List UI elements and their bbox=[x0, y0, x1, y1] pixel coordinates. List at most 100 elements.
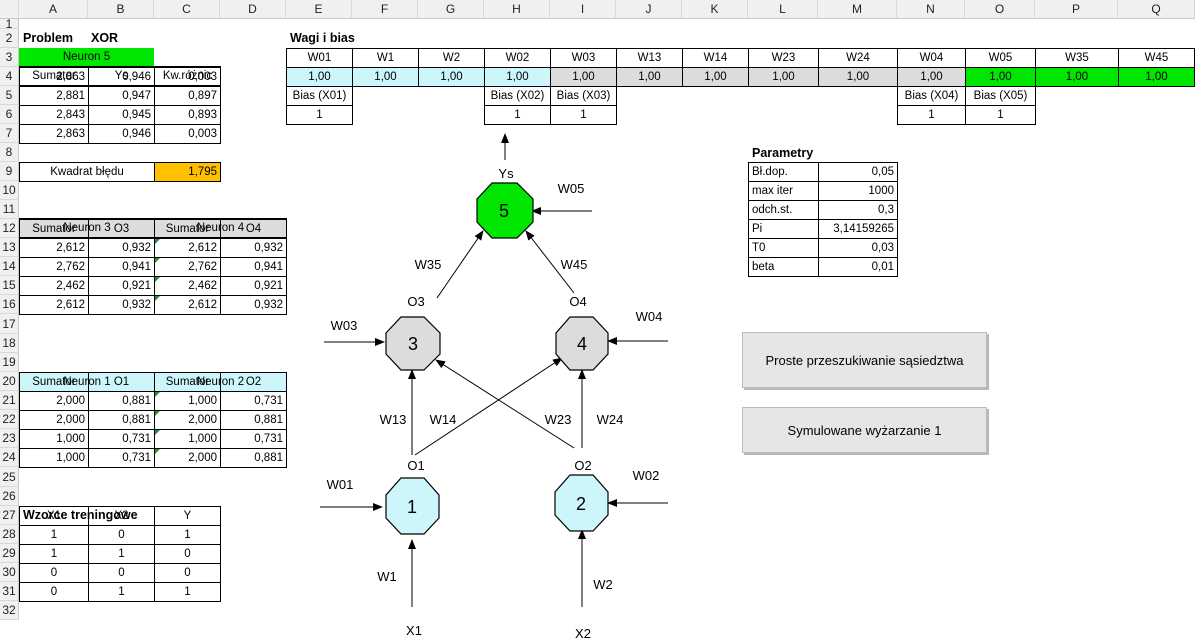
w13-label: W13 bbox=[380, 412, 407, 427]
row-header-6[interactable]: 6 bbox=[0, 105, 19, 124]
neuron34-cell[interactable]: 0,932 bbox=[220, 295, 287, 315]
row-header-8[interactable]: 8 bbox=[0, 143, 19, 162]
column-header-l[interactable]: L bbox=[748, 0, 818, 19]
column-header-n[interactable]: N bbox=[897, 0, 965, 19]
row-header-25[interactable]: 25 bbox=[0, 467, 19, 487]
w35-label: W35 bbox=[415, 257, 442, 272]
row-header-27[interactable]: 27 bbox=[0, 506, 19, 525]
neuron-4-label: 4 bbox=[577, 334, 587, 354]
row-header-23[interactable]: 23 bbox=[0, 429, 19, 448]
row-header-28[interactable]: 28 bbox=[0, 525, 19, 544]
neuron-2-node[interactable] bbox=[554, 474, 609, 532]
column-header-k[interactable]: K bbox=[682, 0, 748, 19]
row-header-5[interactable]: 5 bbox=[0, 86, 19, 105]
w23-label: W23 bbox=[545, 412, 572, 427]
column-header-p[interactable]: P bbox=[1035, 0, 1118, 19]
row-header-9[interactable]: 9 bbox=[0, 162, 19, 181]
row-header-30[interactable]: 30 bbox=[0, 563, 19, 582]
row-header-1[interactable]: 1 bbox=[0, 18, 19, 30]
row-header-29[interactable]: 29 bbox=[0, 544, 19, 563]
neuron3-header: Neuron 3 bbox=[19, 218, 155, 238]
simulated-annealing-button[interactable]: Symulowane wyżarzanie 1 bbox=[742, 407, 987, 453]
o4-label: O4 bbox=[569, 294, 586, 309]
w01-label: W01 bbox=[327, 477, 354, 492]
weight-value-cell[interactable]: 1,00 bbox=[1118, 67, 1195, 87]
column-header-i[interactable]: I bbox=[550, 0, 616, 19]
row-header-13[interactable]: 13 bbox=[0, 238, 19, 257]
formula-warning-marker bbox=[155, 411, 160, 416]
row-header-3[interactable]: 3 bbox=[0, 48, 19, 67]
row-header-19[interactable]: 19 bbox=[0, 353, 19, 372]
w1-label: W1 bbox=[377, 569, 397, 584]
column-header-d[interactable]: D bbox=[220, 0, 286, 19]
column-header-e[interactable]: E bbox=[286, 0, 352, 19]
row-header-4[interactable]: 4 bbox=[0, 67, 19, 86]
formula-warning-marker bbox=[155, 239, 160, 244]
bias-x05-value[interactable]: 1 bbox=[965, 105, 1036, 125]
neuron-1-node[interactable] bbox=[385, 477, 440, 535]
row-header-24[interactable]: 24 bbox=[0, 448, 19, 467]
row-header-17[interactable]: 17 bbox=[0, 314, 19, 334]
select-all-corner[interactable] bbox=[0, 0, 19, 19]
row-header-20[interactable]: 20 bbox=[0, 372, 19, 391]
weight-value-cell[interactable]: 1,00 bbox=[616, 67, 683, 87]
o2-label: O2 bbox=[574, 458, 591, 473]
w05-label: W05 bbox=[558, 181, 585, 196]
column-header-c[interactable]: C bbox=[154, 0, 220, 19]
edge-n1-n4 bbox=[414, 357, 563, 456]
param-value-cell[interactable]: 0,01 bbox=[818, 257, 898, 277]
column-header-o[interactable]: O bbox=[965, 0, 1035, 19]
column-header-h[interactable]: H bbox=[484, 0, 550, 19]
formula-warning-marker bbox=[155, 296, 160, 301]
row-header-21[interactable]: 21 bbox=[0, 391, 19, 410]
row-header-31[interactable]: 31 bbox=[0, 582, 19, 601]
row-header-18[interactable]: 18 bbox=[0, 334, 19, 353]
column-header-j[interactable]: J bbox=[616, 0, 682, 19]
n5-cell[interactable]: 0,003 bbox=[154, 124, 221, 144]
bias-x03-value[interactable]: 1 bbox=[550, 105, 617, 125]
neuron5-header: Neuron 5 bbox=[19, 48, 154, 66]
w14-label: W14 bbox=[430, 412, 457, 427]
row-header-22[interactable]: 22 bbox=[0, 410, 19, 429]
weight-value-cell[interactable]: 1,00 bbox=[818, 67, 898, 87]
neuron-5-node[interactable] bbox=[476, 182, 534, 239]
xor-label: XOR bbox=[91, 31, 119, 45]
pattern-cell[interactable]: 1 bbox=[154, 582, 221, 602]
weight-value-cell[interactable]: 1,00 bbox=[748, 67, 819, 87]
w24-label: W24 bbox=[597, 412, 624, 427]
problem-label: Problem bbox=[23, 31, 74, 45]
column-header-m[interactable]: M bbox=[818, 0, 897, 19]
row-header-2[interactable]: 2 bbox=[0, 29, 19, 48]
row-header-15[interactable]: 15 bbox=[0, 276, 19, 295]
column-header-b[interactable]: B bbox=[88, 0, 154, 19]
neuron12-cell[interactable]: 0,881 bbox=[220, 448, 287, 468]
weight-value-cell[interactable]: 1,00 bbox=[352, 67, 419, 87]
column-header-g[interactable]: G bbox=[418, 0, 484, 19]
edge-n4-n5 bbox=[525, 230, 575, 294]
row-header-7[interactable]: 7 bbox=[0, 124, 19, 143]
w45-label: W45 bbox=[561, 257, 588, 272]
row-header-12[interactable]: 12 bbox=[0, 219, 19, 238]
neuron-3-node[interactable] bbox=[385, 316, 441, 371]
error-value[interactable]: 1,795 bbox=[154, 162, 221, 182]
bias-x01-value[interactable]: 1 bbox=[286, 105, 353, 125]
row-header-11[interactable]: 11 bbox=[0, 200, 19, 219]
weights-title: Wagi i bias bbox=[290, 31, 355, 45]
weight-value-cell[interactable]: 1,00 bbox=[682, 67, 749, 87]
weight-value-cell[interactable]: 1,00 bbox=[484, 67, 551, 87]
x1-label: X1 bbox=[406, 623, 422, 638]
row-header-32[interactable]: 32 bbox=[0, 601, 19, 620]
row-header-10[interactable]: 10 bbox=[0, 181, 19, 200]
neighborhood-search-button[interactable]: Proste przeszukiwanie sąsiedztwa bbox=[742, 332, 987, 388]
column-header-f[interactable]: F bbox=[352, 0, 418, 19]
row-header-26[interactable]: 26 bbox=[0, 487, 19, 506]
neuron-5-label: 5 bbox=[499, 201, 509, 221]
neuron-4-node[interactable] bbox=[555, 316, 609, 371]
weight-value-cell[interactable]: 1,00 bbox=[550, 67, 617, 87]
column-header-a[interactable]: A bbox=[19, 0, 88, 19]
row-header-14[interactable]: 14 bbox=[0, 257, 19, 276]
row-header-16[interactable]: 16 bbox=[0, 295, 19, 314]
w03-label: W03 bbox=[331, 318, 358, 333]
neuron-2-label: 2 bbox=[576, 494, 586, 514]
